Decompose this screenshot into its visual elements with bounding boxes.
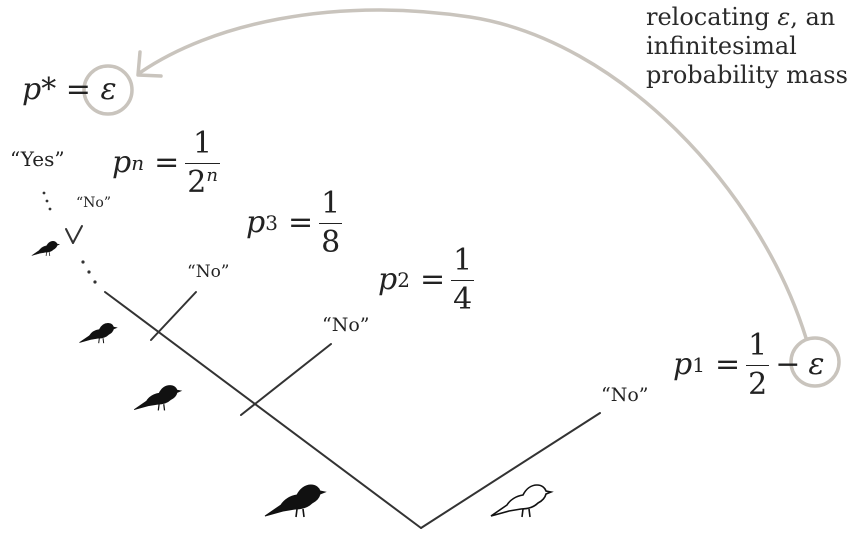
- bird-icon-outline: [490, 484, 552, 518]
- p1-minus: −: [775, 347, 801, 382]
- bird-icon-filled: [78, 322, 118, 344]
- p1-var: p: [673, 347, 693, 382]
- pn-den-base: 2: [187, 164, 207, 200]
- p-star-rhs: ε: [100, 72, 117, 107]
- p2-sub: 2: [397, 268, 410, 292]
- annotation-line2: infinitesimal: [646, 32, 797, 60]
- branch-no-small-a: [65, 228, 74, 244]
- p1-epsilon: ε: [808, 347, 825, 382]
- annotation-line3: probability mass: [646, 61, 847, 89]
- p2-num: 1: [453, 243, 473, 278]
- annotation-text: relocating ε, an infinitesimal probabili…: [646, 3, 847, 90]
- p2-var: p: [378, 262, 398, 297]
- p-star-eq: =: [65, 72, 91, 107]
- main-branch: [104, 291, 422, 529]
- annotation-line1-post: , an: [790, 3, 836, 31]
- p-star-lhs: p*: [22, 72, 57, 107]
- p3-sub: 3: [265, 211, 278, 235]
- epsilon-circle-bottom: [789, 336, 841, 388]
- no-label-3: “No”: [187, 262, 230, 282]
- epsilon-circle-top: [82, 64, 134, 116]
- bird-icon-filled: [264, 484, 326, 518]
- branch-no-2: [240, 343, 332, 416]
- p2-den: 4: [453, 281, 473, 317]
- no-label-1: “No”: [601, 384, 649, 406]
- yes-label: “Yes”: [10, 147, 65, 171]
- p1-num: 1: [748, 328, 768, 363]
- annotation-epsilon: ε: [777, 3, 791, 31]
- bird-icon-filled: [31, 240, 60, 257]
- p1-sub: 1: [692, 353, 705, 377]
- no-label-2: “No”: [322, 314, 370, 336]
- p3-num: 1: [321, 186, 341, 221]
- pn-var: p: [112, 145, 132, 180]
- no-label-small: “No”: [76, 195, 111, 211]
- relocation-arrow: [139, 8, 808, 340]
- branch-no-1: [420, 412, 601, 529]
- p1-den: 2: [748, 366, 768, 402]
- pn-num: 1: [193, 126, 213, 161]
- bird-icon-filled: [133, 384, 182, 412]
- p3-den: 8: [321, 224, 341, 260]
- p3-var: p: [246, 205, 266, 240]
- annotation-line1-pre: relocating: [646, 3, 778, 31]
- branch-no-small-b: [72, 225, 83, 244]
- pn-den-exp: n: [206, 164, 218, 186]
- ellipsis-dots: [42, 191, 97, 284]
- p-star-equation: p* = ε: [22, 75, 117, 105]
- arrow-head: [136, 50, 163, 78]
- branch-no-3: [150, 291, 197, 341]
- pn-sub: n: [131, 151, 145, 175]
